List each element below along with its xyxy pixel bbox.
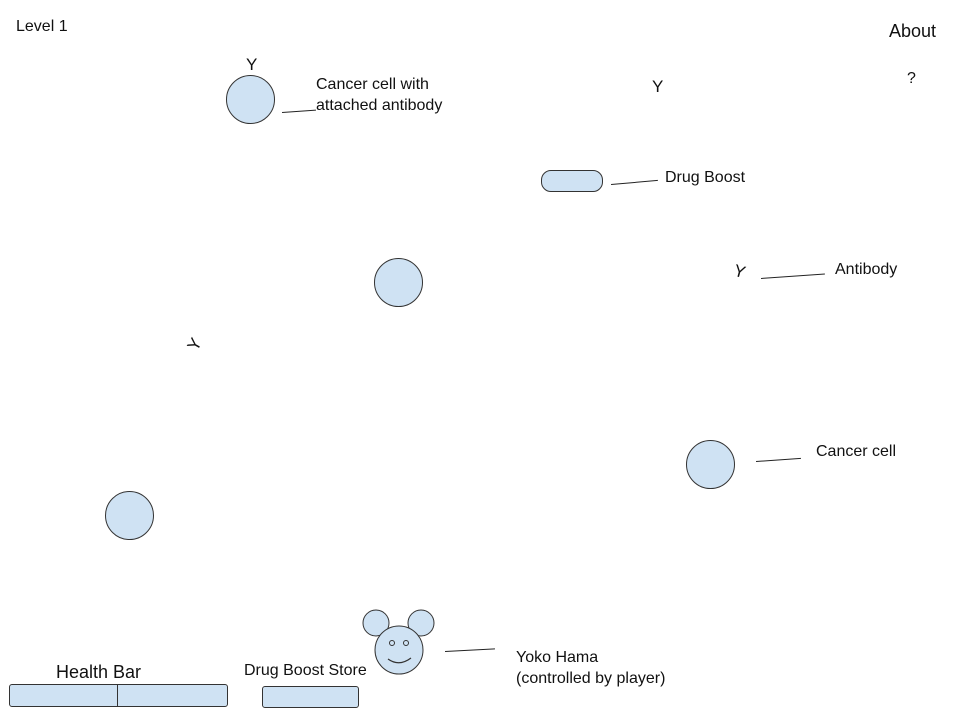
about-link[interactable]: About xyxy=(889,21,937,41)
label-cancer-with-antibody-line2: attached antibody xyxy=(316,97,443,114)
label-cancer-with-antibody-line1: Cancer cell with xyxy=(316,76,429,93)
health-bar-divider xyxy=(117,685,118,706)
help-button[interactable]: ? xyxy=(907,70,916,87)
cancer-cell xyxy=(105,491,154,540)
cancer-cell xyxy=(374,258,423,307)
health-bar-label: Health Bar xyxy=(56,662,142,682)
antibody-legend-icon: Y xyxy=(731,260,748,283)
cancer-cell-with-antibody xyxy=(226,75,275,124)
leader-line-drug-boost xyxy=(611,179,658,185)
leader-line-player xyxy=(445,648,495,652)
antibody-icon: Y xyxy=(652,77,664,96)
label-player-line1: Yoko Hama xyxy=(516,649,599,666)
antibody-icon: Y xyxy=(183,334,206,355)
player-character xyxy=(360,608,440,678)
label-drug-boost: Drug Boost xyxy=(665,169,746,186)
leader-line-antibody xyxy=(761,273,825,279)
attached-antibody-icon: Y xyxy=(246,55,258,74)
drug-boost-store-label: Drug Boost Store xyxy=(244,662,367,679)
label-cancer-cell: Cancer cell xyxy=(816,443,897,460)
leader-line-cancer-cell xyxy=(756,457,801,462)
health-bar xyxy=(9,684,228,707)
label-antibody: Antibody xyxy=(835,261,898,278)
cancer-cell xyxy=(686,440,735,489)
drug-boost-store[interactable] xyxy=(262,686,359,708)
label-player-line2: (controlled by player) xyxy=(516,670,666,687)
drug-boost-pickup xyxy=(541,170,603,192)
mouse-face-icon xyxy=(362,609,435,675)
leader-line-cancer-with-antibody xyxy=(282,109,316,113)
level-indicator: Level 1 xyxy=(16,18,68,35)
